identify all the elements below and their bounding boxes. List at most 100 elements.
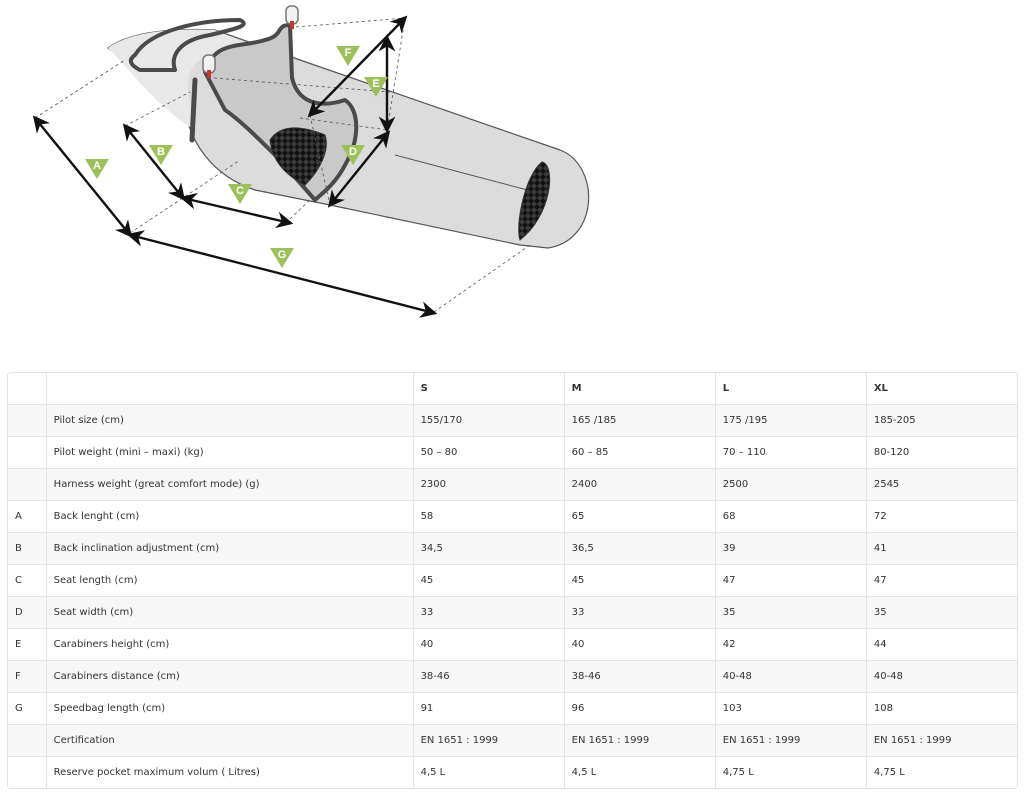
arrow-d [327,130,391,208]
row-value-xl: EN 1651 : 1999 [866,725,1017,757]
row-value-xl: 47 [866,565,1017,597]
row-value-xl: 44 [866,629,1017,661]
row-value-s: 40 [413,629,565,661]
row-value-s: 2300 [413,469,565,501]
row-value-s: 38-46 [413,661,565,693]
table-header-row: S M L XL [8,373,1017,405]
row-label: Certification [46,725,414,757]
row-value-s: EN 1651 : 1999 [413,725,565,757]
row-value-l: 103 [715,693,867,725]
row-value-l: 39 [715,533,867,565]
row-code: A [8,501,47,533]
harness-dimensions-diagram: A B C D E F G [32,5,590,318]
row-value-m: 45 [564,565,716,597]
row-code: F [8,661,47,693]
row-label: Carabiners height (cm) [46,629,414,661]
row-value-s: 4,5 L [414,757,565,788]
row-label: Back lenght (cm) [46,501,414,533]
row-value-l: 47 [715,565,867,597]
row-value-s: 33 [413,597,565,629]
row-value-l: 70 – 110 [715,437,867,469]
row-value-l: 2500 [715,469,867,501]
table-row: Harness weight (great comfort mode) (g)2… [8,469,1017,501]
header-code [8,373,47,405]
dimension-label-d: D [341,145,365,165]
row-value-m: EN 1651 : 1999 [564,725,716,757]
dimension-label-e: E [364,77,388,97]
row-code: E [8,629,47,661]
header-size-l: L [715,373,867,405]
label-letter: E [372,78,379,90]
dimension-label-b: B [149,145,173,165]
row-value-l: 175 /195 [715,405,867,437]
dimension-label-c: C [228,184,252,204]
row-value-l: EN 1651 : 1999 [715,725,867,757]
header-size-s: S [413,373,565,405]
row-value-xl: 185-205 [866,405,1017,437]
row-value-m: 40 [564,629,716,661]
row-code: B [8,533,47,565]
row-value-s: 50 – 80 [413,437,565,469]
row-label: Back inclination adjustment (cm) [46,533,414,565]
table-row: Reserve pocket maximum volum ( Litres)4,… [8,757,1017,788]
carabiner-left-icon [202,54,216,78]
row-label: Carabiners distance (cm) [46,661,414,693]
label-letter: A [93,160,101,172]
label-letter: F [345,47,352,59]
label-letter: G [278,249,287,261]
dimension-label-g: G [270,248,294,268]
row-label: Speedbag length (cm) [46,693,414,725]
arrow-g [126,230,438,318]
row-value-m: 38-46 [564,661,716,693]
row-value-xl: 108 [866,693,1017,725]
row-value-m: 65 [564,501,716,533]
row-code [8,469,47,501]
label-triangle-icon [336,46,360,66]
row-value-xl: 80-120 [866,437,1017,469]
row-value-xl: 40-48 [866,661,1017,693]
row-value-m: 165 /185 [564,405,716,437]
row-value-m: 36,5 [564,533,716,565]
shoulder-strap [189,77,198,143]
row-value-m: 96 [564,693,716,725]
row-value-l: 4,75 L [716,757,867,788]
back-strap-loop [128,18,246,72]
row-label: Pilot size (cm) [46,405,414,437]
row-label: Pilot weight (mini – maxi) (kg) [46,437,414,469]
arrow-b [122,123,186,201]
label-letter: D [349,146,357,158]
speedbag-seam [394,154,536,193]
row-code: D [8,597,47,629]
dimension-label-f: F [336,46,360,66]
row-code: C [8,565,47,597]
row-value-l: 40-48 [715,661,867,693]
row-value-xl: 72 [866,501,1017,533]
carabiner-right-icon [285,5,299,29]
label-triangle-icon [85,159,109,179]
row-value-xl: 35 [866,597,1017,629]
label-triangle-icon [270,248,294,268]
row-label: Harness weight (great comfort mode) (g) [46,469,414,501]
label-triangle-icon [149,145,173,165]
row-value-s: 155/170 [413,405,565,437]
dimension-label-a: A [85,159,109,179]
row-code [8,725,47,757]
row-value-l: 42 [715,629,867,661]
arrow-c [179,192,294,229]
speedbag-end-carbon [518,161,551,241]
row-value-xl: 41 [866,533,1017,565]
seat-carbon-plate [269,127,327,186]
header-size-xl: XL [866,373,1017,405]
row-label: Seat width (cm) [46,597,414,629]
